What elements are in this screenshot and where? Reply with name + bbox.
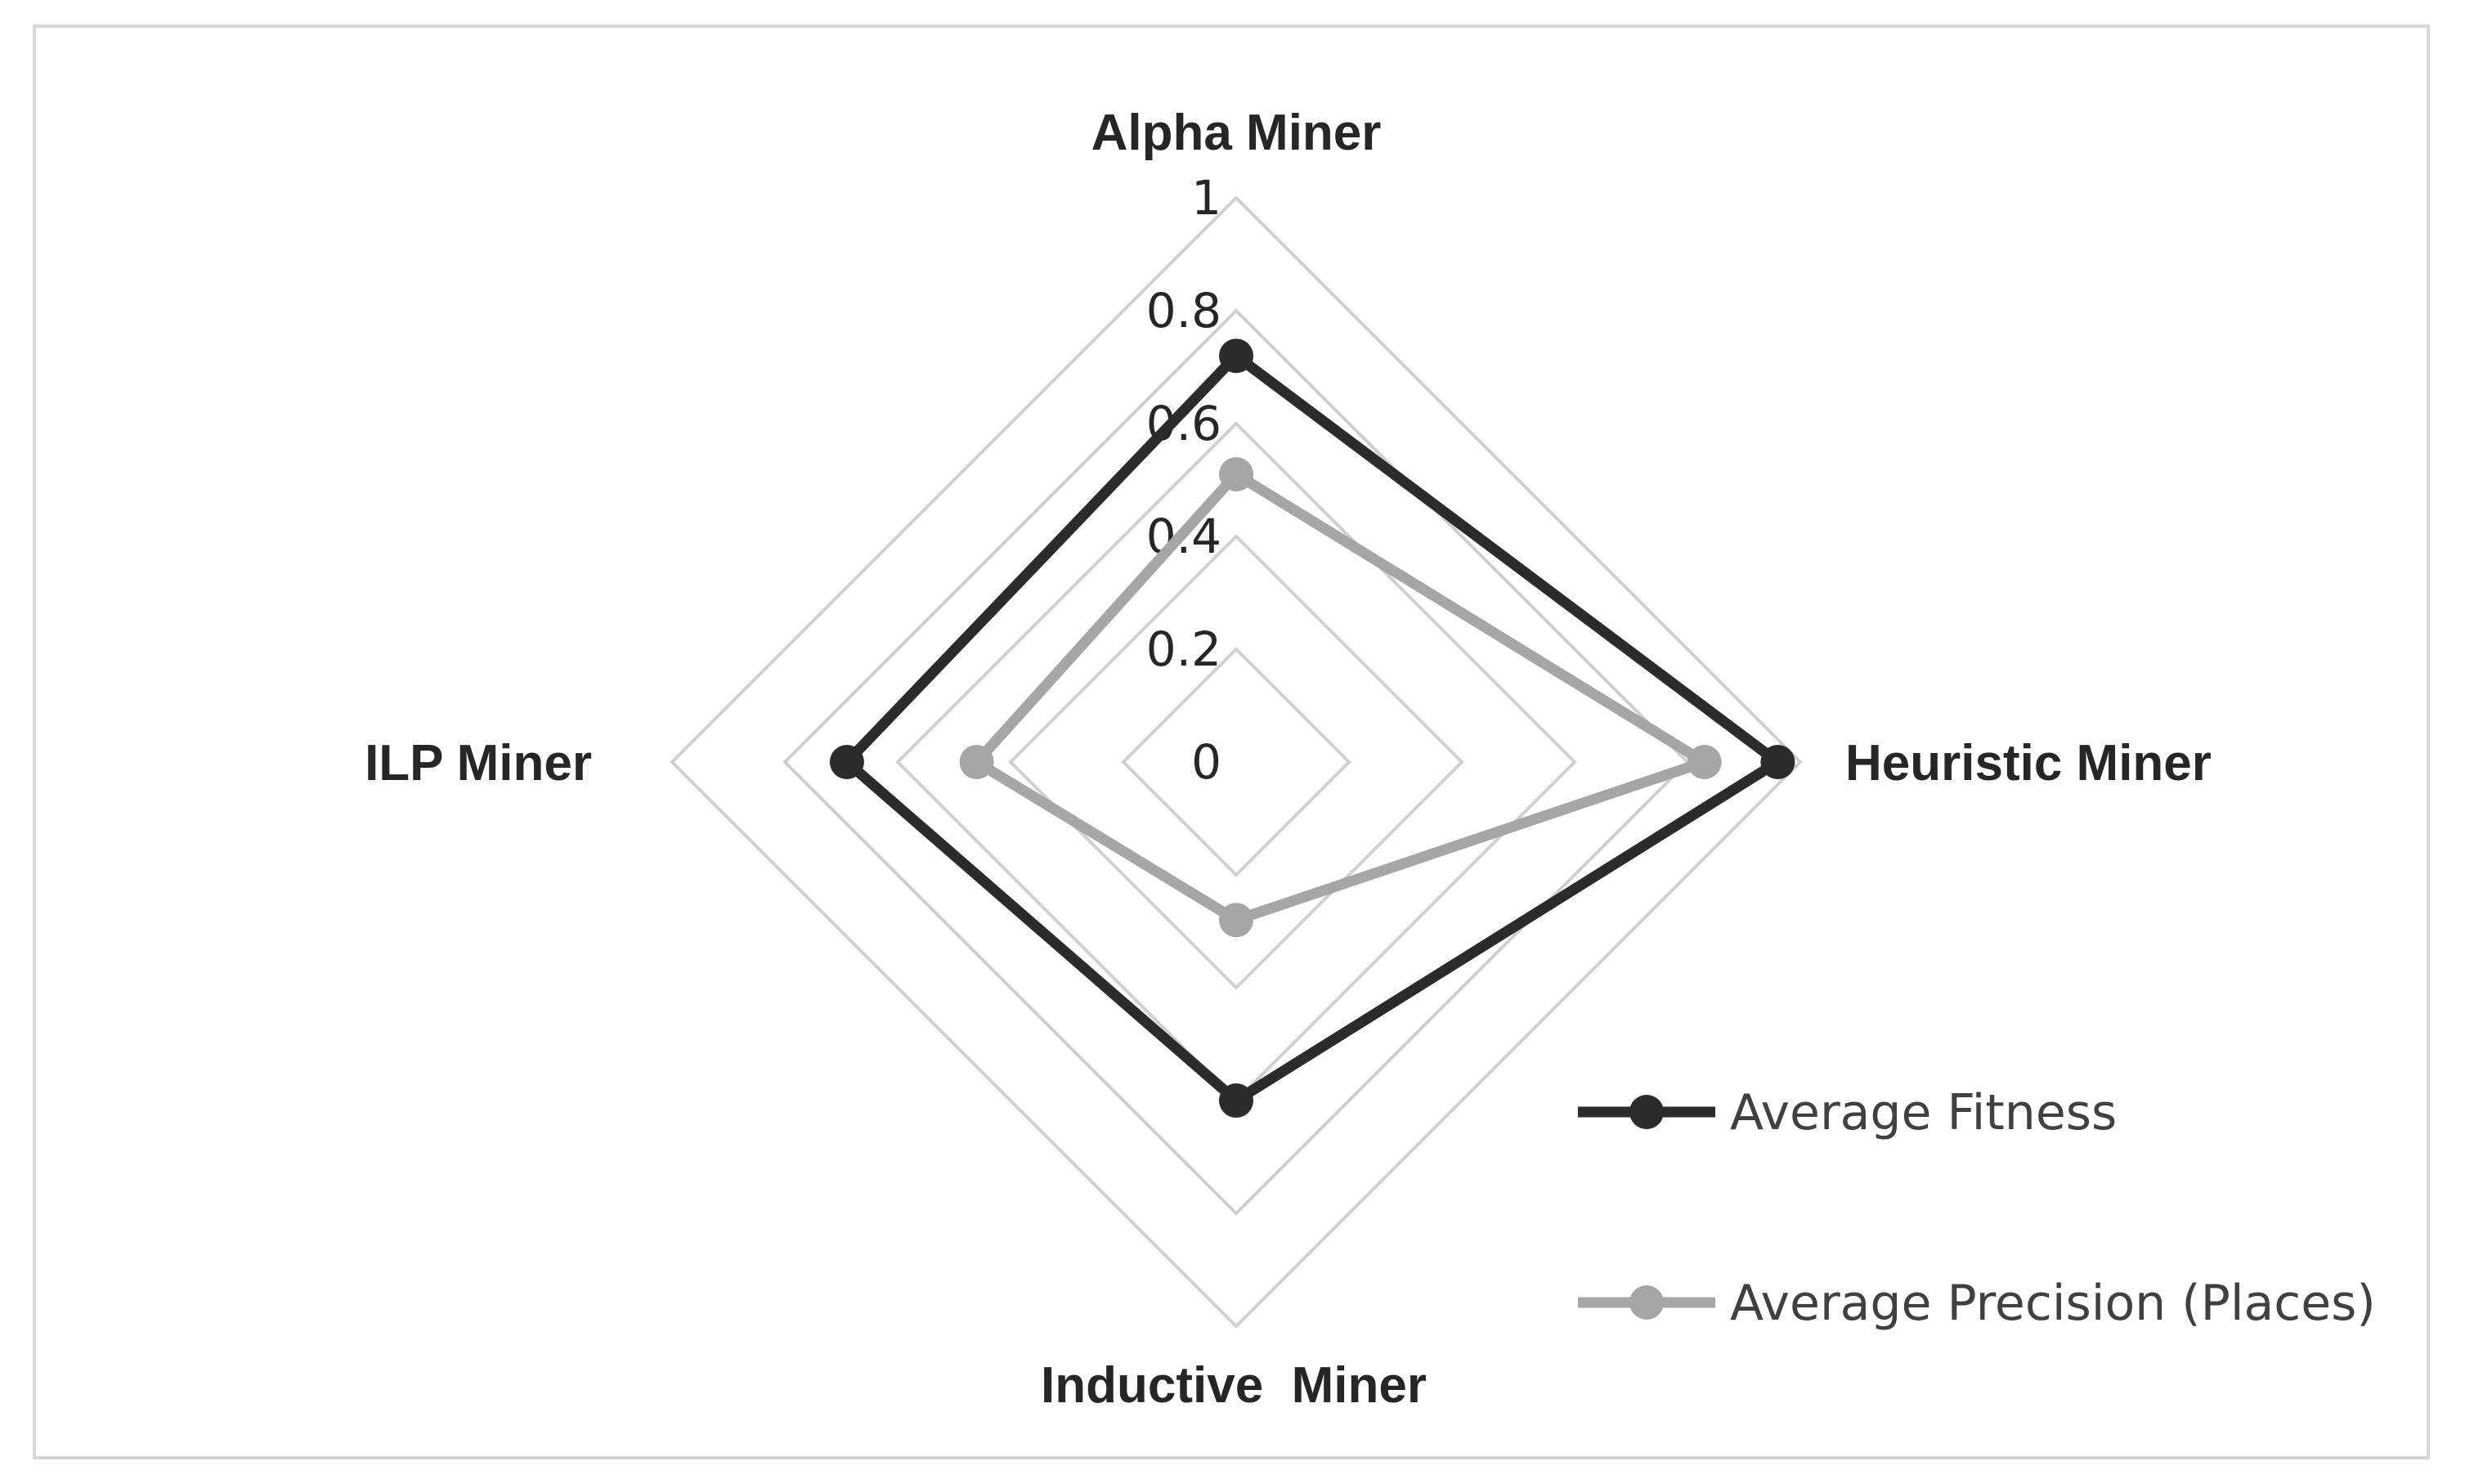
data-point (1219, 903, 1253, 938)
tick-label: 0 (1191, 734, 1221, 790)
axis-label: Inductive Miner (1041, 1357, 1427, 1414)
grid-ring (1008, 534, 1464, 990)
data-point (1219, 1083, 1253, 1118)
grid-ring (782, 308, 1690, 1216)
legend-marker (1629, 1285, 1664, 1320)
grid-layer (670, 195, 1803, 1329)
grid-ring (1121, 647, 1351, 877)
series-layer (829, 338, 1795, 1118)
series-line (839, 348, 1787, 1108)
tick-label: 0.8 (1146, 283, 1221, 338)
data-point (1219, 457, 1253, 492)
grid-ring (895, 421, 1577, 1103)
tick-label: 1 (1191, 170, 1221, 226)
axis-label: Alpha Miner (1091, 105, 1382, 161)
chart-frame (33, 25, 2430, 1459)
legend-label: Average Precision (Places) (1730, 1275, 2376, 1332)
axis-label: Heuristic Miner (1845, 735, 2212, 791)
data-point (829, 745, 864, 779)
data-point (1219, 338, 1253, 374)
axis-label: ILP Miner (365, 735, 592, 791)
tick-layer: 00.20.40.60.81 (1146, 170, 1221, 790)
data-point (1760, 745, 1795, 779)
legend-marker (1629, 1095, 1664, 1129)
tick-label: 0.2 (1146, 621, 1221, 677)
data-point (1687, 745, 1722, 779)
grid-ring (670, 195, 1803, 1329)
legend-label: Average Fitness (1730, 1084, 2117, 1141)
data-point (959, 745, 994, 779)
